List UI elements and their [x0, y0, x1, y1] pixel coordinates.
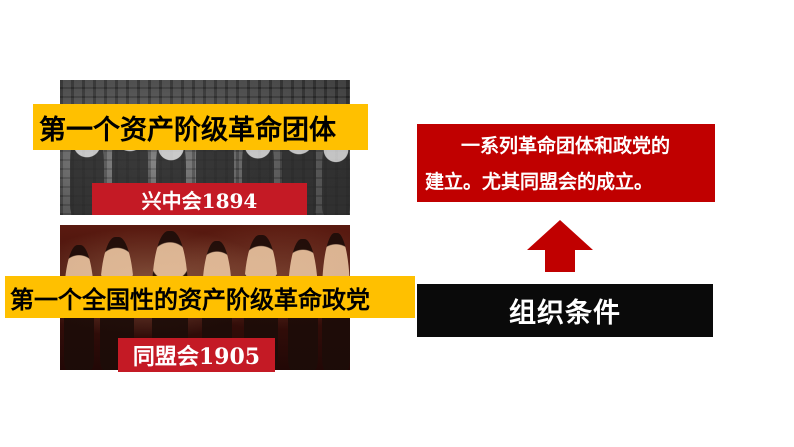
up-arrow-icon [527, 220, 593, 272]
first-revolutionary-group-banner: 第一个资产阶级革命团体 [33, 104, 368, 150]
revive-china-society-label: 兴中会1894 [92, 183, 307, 215]
tongmenghui-label: 同盟会1905 [118, 338, 275, 372]
description-line-2: 建立。尤其同盟会的成立。 [425, 171, 654, 193]
organizational-condition-box: 组织条件 [417, 284, 713, 337]
first-national-party-banner: 第一个全国性的资产阶级革命政党 [5, 276, 415, 318]
description-box: 一系列革命团体和政党的 建立。尤其同盟会的成立。 [417, 124, 715, 202]
description-line-1: 一系列革命团体和政党的 [461, 135, 671, 157]
